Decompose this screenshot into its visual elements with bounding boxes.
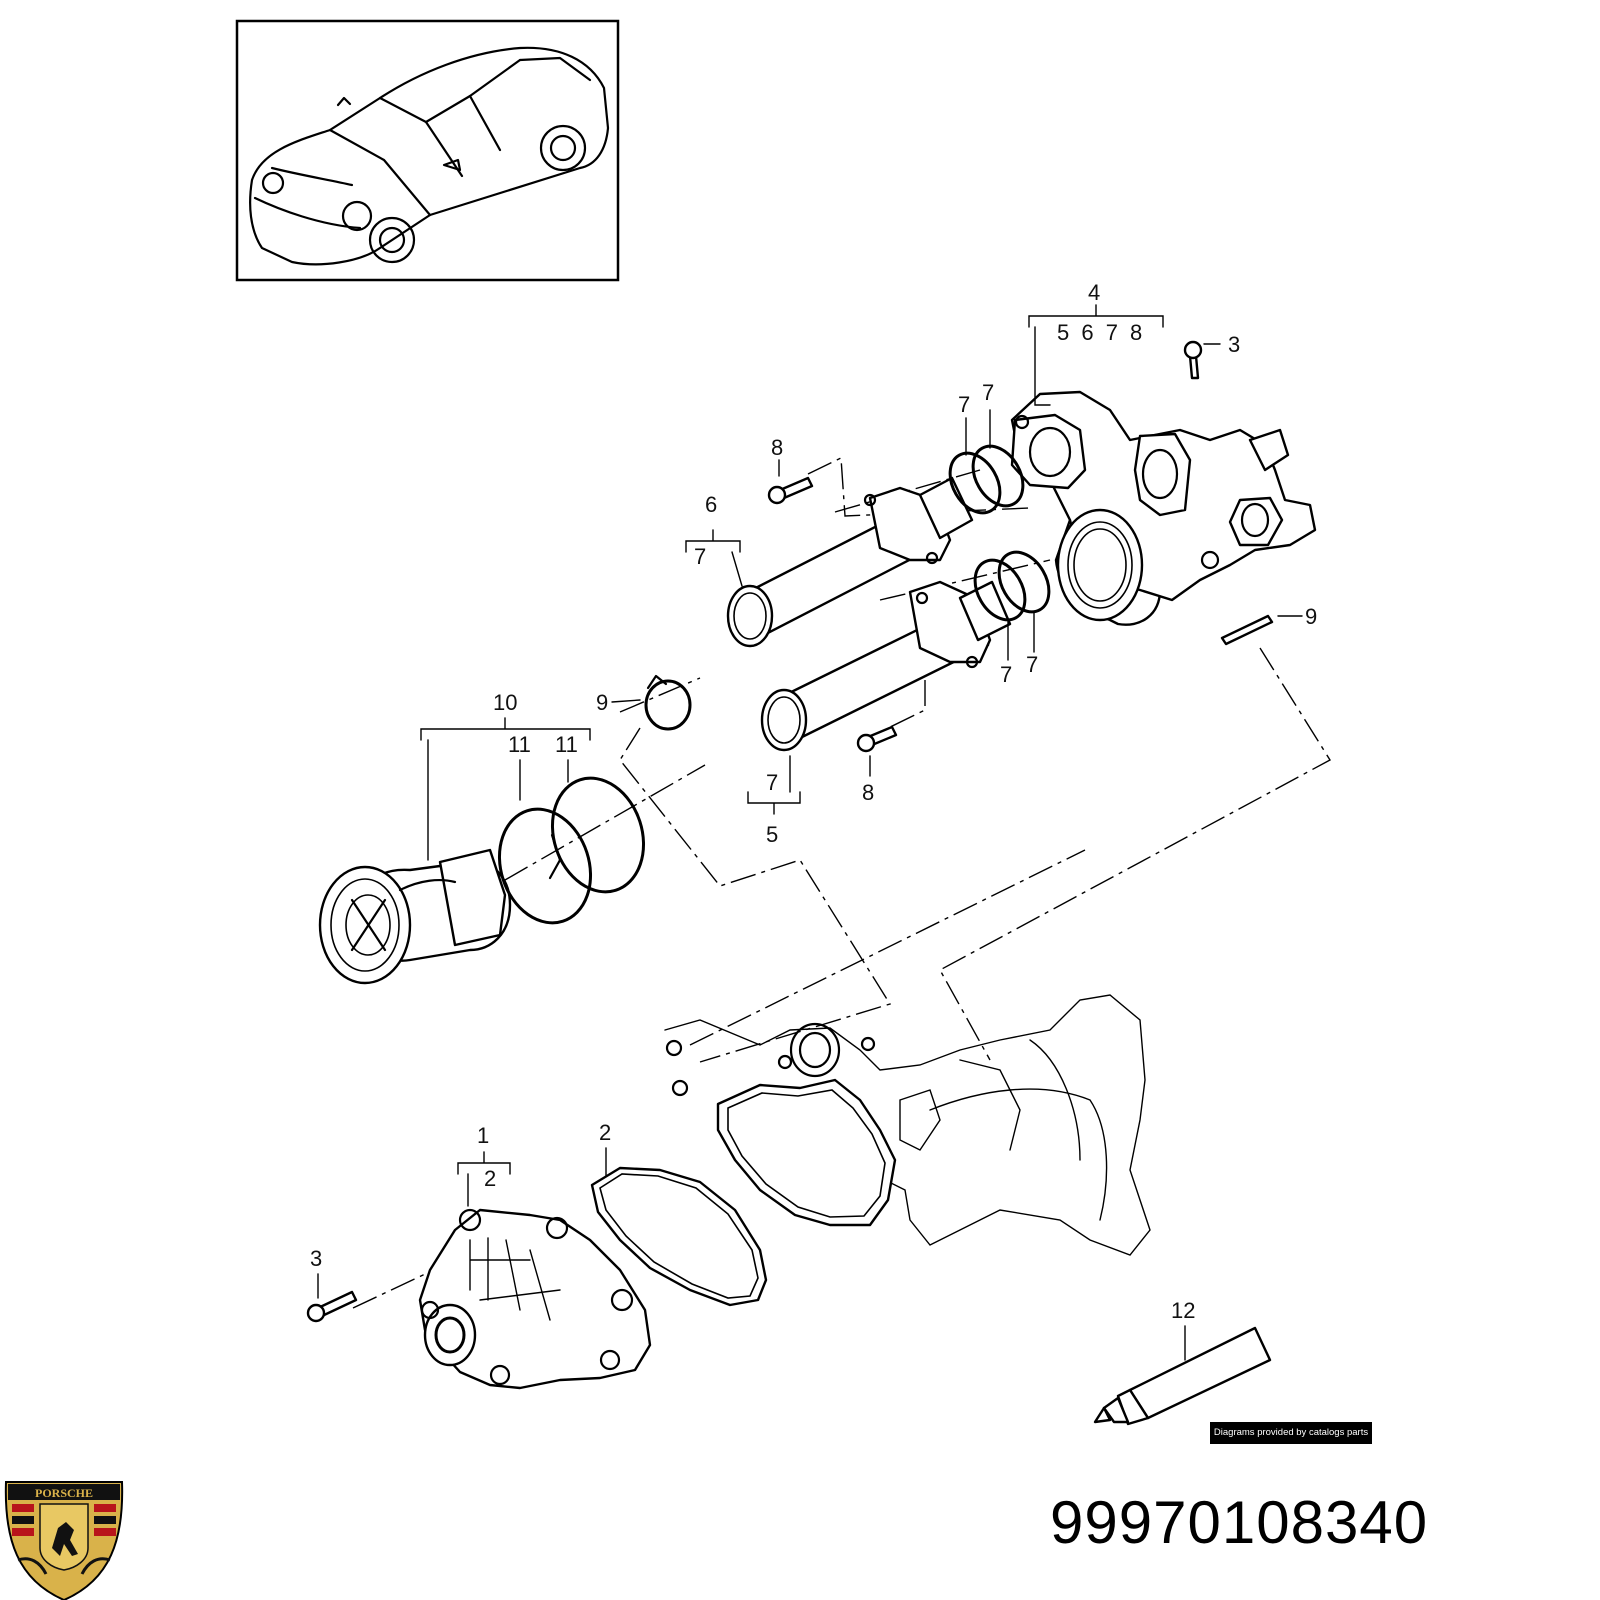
callout-3-bottom: 3 bbox=[310, 1246, 322, 1271]
coolant-pipe-upper bbox=[726, 476, 974, 648]
callout-4-subparts: 5 6 7 8 bbox=[1057, 320, 1145, 345]
water-pump bbox=[418, 1208, 652, 1390]
porsche-crest-logo: PORSCHE bbox=[4, 1481, 124, 1600]
callout-1-subpart: 2 bbox=[484, 1166, 496, 1191]
engine-block bbox=[664, 994, 1151, 1256]
callout-6: 6 bbox=[705, 492, 717, 517]
credit-badge: Diagrams provided by catalogs parts bbox=[1210, 1422, 1372, 1444]
o-rings bbox=[948, 444, 1051, 622]
retaining-clip bbox=[644, 674, 692, 731]
callout-labels: 4 5 6 7 8 3 7 7 8 6 7 9 10 11 11 9 7 7 8… bbox=[310, 280, 1317, 1323]
coolant-pipe-lower bbox=[760, 580, 1012, 752]
part-number: 99970108340 bbox=[1050, 1489, 1429, 1556]
callout-7-c: 7 bbox=[1000, 662, 1012, 687]
callout-5: 5 bbox=[766, 822, 778, 847]
callout-8-top: 8 bbox=[771, 435, 783, 460]
callout-brackets bbox=[317, 304, 1303, 1361]
thermostat-insert bbox=[318, 848, 512, 985]
callout-9-right: 9 bbox=[1305, 604, 1317, 629]
water-pump-gasket bbox=[590, 1166, 768, 1307]
callout-9-left: 9 bbox=[596, 690, 608, 715]
callout-7-a: 7 bbox=[958, 392, 970, 417]
callout-1: 1 bbox=[477, 1123, 489, 1148]
callout-7-d: 7 bbox=[1026, 652, 1038, 677]
callout-6-subpart: 7 bbox=[694, 544, 706, 569]
callout-5-subpart: 7 bbox=[766, 770, 778, 795]
vehicle-thumbnail bbox=[235, 19, 620, 282]
callout-11-b: 11 bbox=[555, 732, 578, 757]
callout-3-top: 3 bbox=[1228, 332, 1240, 357]
callout-8-bottom: 8 bbox=[862, 780, 874, 805]
svg-text:PORSCHE: PORSCHE bbox=[35, 1486, 93, 1500]
gasket-rings bbox=[497, 776, 646, 925]
sealant-tube bbox=[1093, 1326, 1272, 1426]
bolts bbox=[306, 340, 1274, 1323]
callout-4: 4 bbox=[1088, 280, 1100, 305]
callout-10: 10 bbox=[493, 690, 517, 715]
callout-7-b: 7 bbox=[982, 380, 994, 405]
callout-12: 12 bbox=[1171, 1298, 1195, 1323]
callout-2: 2 bbox=[599, 1120, 611, 1145]
thermostat-housing bbox=[1010, 390, 1317, 626]
callout-11-a: 11 bbox=[508, 732, 531, 757]
